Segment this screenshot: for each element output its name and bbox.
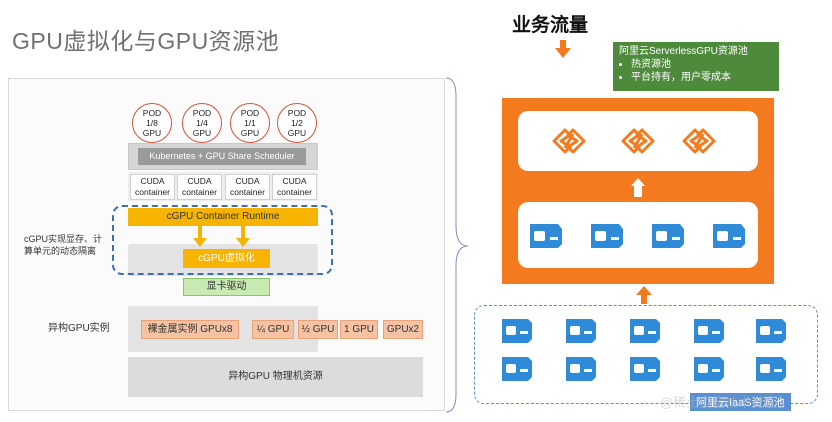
cgpu-virtualization: cGPU虚拟化 (183, 249, 270, 268)
serverless-pool-callout: 阿里云ServerlessGPU资源池 热资源池 平台持有，用户零成本 (613, 42, 779, 91)
physical-resources: 异构GPU 物理机资源 (128, 357, 423, 397)
iaas-pool (474, 305, 818, 404)
scheduler-label: Kubernetes + GPU Share Scheduler (138, 148, 306, 165)
up-arrow-icon (636, 286, 652, 304)
gpu-driver: 显卡驱动 (183, 278, 270, 296)
instance-chip: 裸金属实例 GPUx8 (141, 320, 239, 339)
instance-chip: GPUx2 (383, 320, 423, 339)
hetero-label: 异构GPU实例 (48, 323, 110, 334)
traffic-arrow-icon (555, 40, 571, 58)
isolation-region (112, 205, 333, 275)
brace (445, 77, 469, 413)
function-icons (552, 128, 716, 154)
down-arrows (193, 226, 250, 247)
cgpu-runtime: cGPU Container Runtime (128, 208, 318, 226)
page-title: GPU虚拟化与GPU资源池 (12, 28, 280, 54)
instance-chip: ½ GPU (298, 320, 338, 339)
up-arrow-icon (631, 178, 645, 197)
gpu-icons (530, 224, 745, 248)
iaas-gpu-icons (502, 319, 786, 381)
watermark: @稀土掘金技术社区 (660, 395, 778, 410)
isolation-label: cGPU实现显存、计 算单元的动态隔离 (24, 234, 103, 256)
iaas-label: 阿里云IaaS资源池 (690, 393, 791, 411)
instance-chip: ¼ GPU (252, 320, 294, 339)
instance-chip: 1 GPU (340, 320, 378, 339)
business-traffic-title: 业务流量 (512, 15, 589, 36)
